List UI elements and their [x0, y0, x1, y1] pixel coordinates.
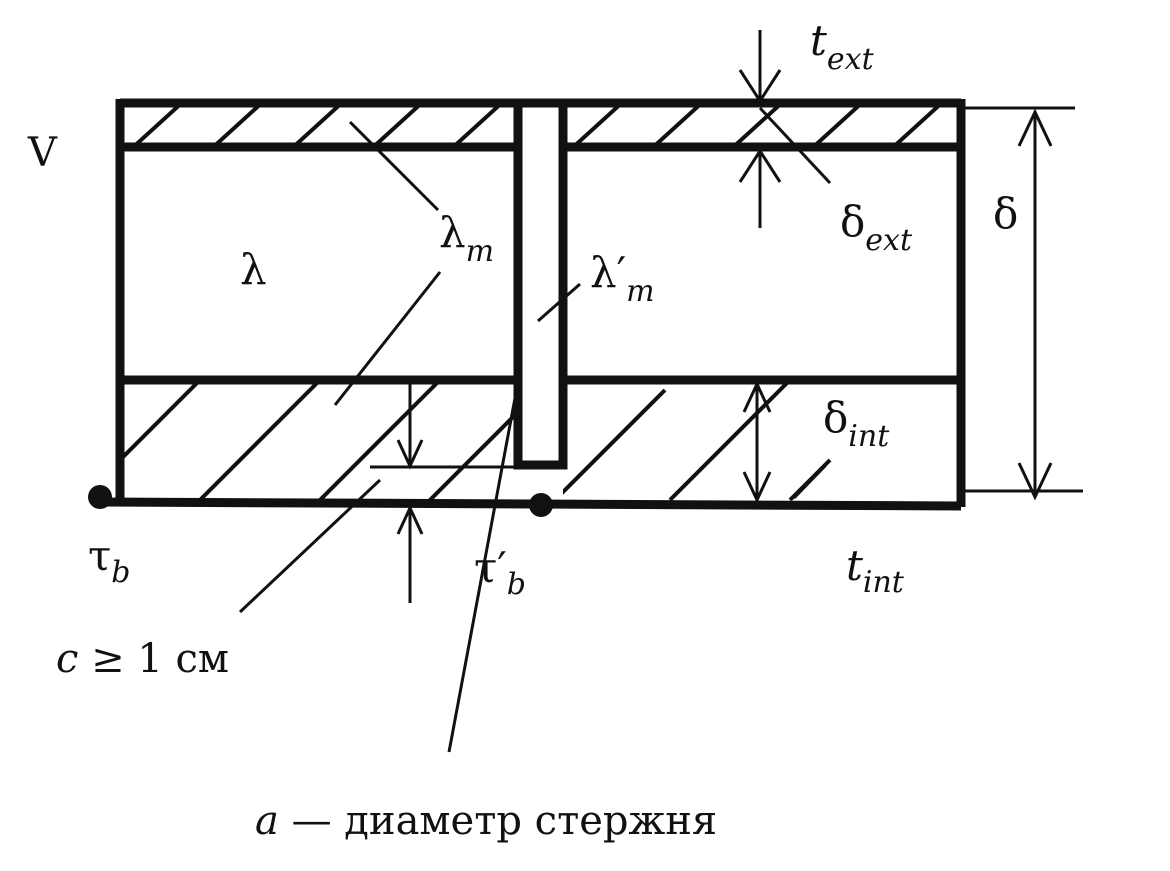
label-delta-ext: δext	[840, 197, 913, 258]
delta-int-arrows	[742, 380, 772, 504]
label-tau-b: τb	[88, 531, 130, 590]
t-ext-arrows	[738, 30, 782, 228]
label-c-condition: c ≥ 1 см	[56, 636, 229, 682]
label-lambda-m-prime: λ′m	[590, 248, 655, 309]
label-lambda: λ	[240, 245, 267, 294]
delta-dimension	[965, 106, 1083, 501]
caption-rod-diameter: a — диаметр стержня	[255, 798, 717, 844]
tau-b-prime-point	[529, 493, 553, 517]
label-t-int: tint	[846, 541, 905, 600]
c-gap-marker	[370, 382, 518, 603]
tau-b-point	[88, 485, 112, 509]
label-t-ext: text	[810, 16, 875, 77]
interior-layer-hatching	[120, 380, 832, 503]
rod	[513, 98, 568, 470]
exterior-layer-hatching	[131, 106, 942, 146]
leader-lines	[238, 106, 832, 753]
label-lambda-m: λm	[439, 208, 494, 269]
label-delta: δ	[993, 189, 1018, 238]
label-delta-int: δint	[823, 393, 890, 454]
label-v: V	[27, 130, 58, 176]
label-tau-b-prime: τ′b	[474, 543, 526, 602]
